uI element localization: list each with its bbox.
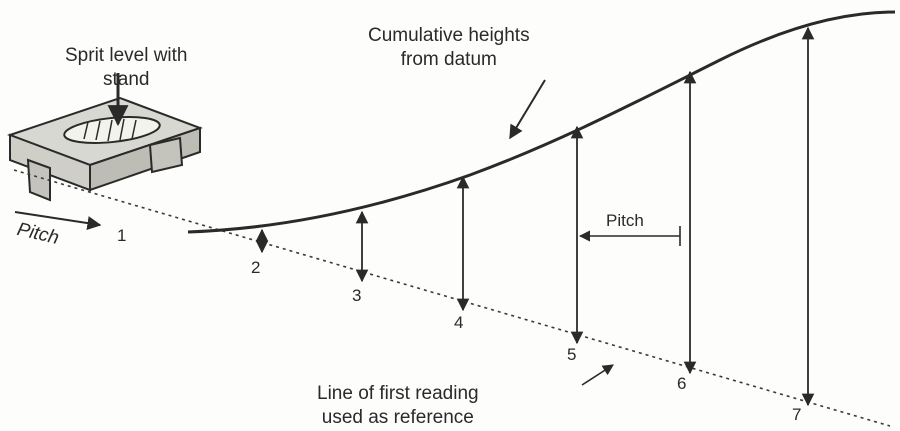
cumulative-label-line1: Cumulative heights xyxy=(368,25,530,46)
station-label-4: 4 xyxy=(454,313,464,332)
pitch-arrow-left xyxy=(14,211,102,231)
spirit-level-label-line2: stand xyxy=(103,69,150,90)
reference-line-label: Line of first reading used as reference xyxy=(317,382,479,430)
reference-label-line1: Line of first reading xyxy=(317,383,479,404)
spirit-level-label: Sprit level with stand xyxy=(65,44,188,92)
reference-pointer xyxy=(581,364,614,386)
spirit-level-icon xyxy=(7,96,203,202)
station-label-1: 1 xyxy=(117,226,127,245)
spirit-level-label-line1: Sprit level with xyxy=(65,45,188,66)
cumulative-pointer xyxy=(509,79,546,140)
station-label-6: 6 xyxy=(677,374,687,393)
pitch-label-right: Pitch xyxy=(606,211,644,230)
reference-line xyxy=(13,169,891,427)
cumulative-heights-label: Cumulative heights from datum xyxy=(368,24,530,72)
cumulative-height-curve xyxy=(187,10,896,234)
station-label-5: 5 xyxy=(567,345,577,364)
station-label-3: 3 xyxy=(352,286,362,305)
station-label-2: 2 xyxy=(251,258,261,277)
cumulative-label-line2: from datum xyxy=(400,49,497,70)
reference-label-line2: used as reference xyxy=(321,407,474,428)
station-label-7: 7 xyxy=(792,405,802,424)
